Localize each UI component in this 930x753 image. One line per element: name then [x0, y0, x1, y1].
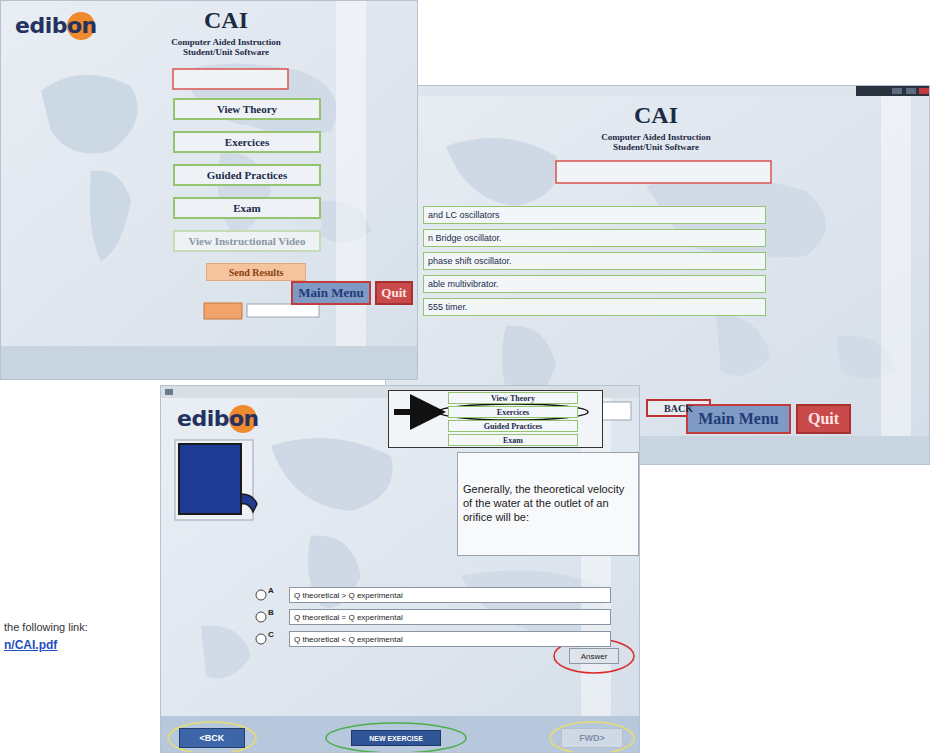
button-label: Main Menu	[698, 410, 778, 428]
button-label: Exercices	[497, 408, 529, 417]
ui-button: Quit	[375, 281, 413, 305]
ui-button: Quit	[796, 404, 851, 434]
ui-button: Exam	[173, 197, 321, 219]
button-label: View Instructional Video	[189, 235, 306, 247]
button-label: BACK	[664, 403, 693, 414]
ui-button: <BCK	[179, 728, 245, 748]
button-label: Exam	[233, 202, 261, 214]
button-label: Main Menu	[298, 285, 363, 301]
button-label: Guided Practices	[207, 169, 287, 181]
link-note: the following link:	[4, 621, 88, 633]
ui-button: Guided Practices	[173, 164, 321, 186]
button-label: View Theory	[217, 103, 277, 115]
ui-button: n Bridge oscillator.	[423, 229, 766, 247]
ui-button: Exercices	[173, 131, 321, 153]
window-subtitle: Computer Aided Instruction Student/Unit …	[161, 37, 291, 58]
button-label: Generally, the theoretical velocity of t…	[463, 483, 633, 524]
button-label: NEW EXERCISE	[369, 735, 423, 742]
button-label: FWD>	[579, 733, 605, 743]
button-label: Exercices	[225, 136, 269, 148]
answer-option: Q theoretical = Q experimental	[289, 609, 611, 625]
answer-option: Q theoretical > Q experimental	[289, 587, 611, 603]
button-label: and LC oscillators	[428, 210, 500, 220]
button-label: Quit	[381, 285, 406, 301]
button-label: Answer	[581, 652, 608, 661]
button-label: able multivibrator.	[428, 279, 499, 289]
ui-button: NEW EXERCISE	[351, 730, 441, 746]
button-label: Quit	[808, 410, 839, 428]
brand-logo: edibon	[15, 13, 125, 38]
brand-logo: edibon	[177, 406, 287, 431]
ui-button: Answer	[569, 648, 619, 664]
ui-button: and LC oscillators	[423, 206, 766, 224]
button-label: Guided Practices	[484, 422, 542, 431]
ui-button: View Theory	[448, 392, 578, 404]
button-label: Q theoretical < Q experimental	[294, 635, 403, 644]
ui-button: Main Menu	[686, 404, 791, 434]
button-label: View Theory	[491, 394, 535, 403]
button-label: Q theoretical = Q experimental	[294, 613, 403, 622]
ui-button: FWD>	[561, 728, 623, 748]
option-letter: A	[268, 586, 274, 595]
option-letter: C	[268, 630, 274, 639]
link-text: n/CAI.pdf	[4, 638, 57, 652]
window-subtitle: Computer Aided Instruction Student/Unit …	[591, 132, 721, 153]
ui-button: phase shift oscillator.	[423, 252, 766, 270]
button-label: n Bridge oscillator.	[428, 233, 502, 243]
ui-button: Guided Practices	[448, 420, 578, 432]
button-label: 555 timer.	[428, 302, 468, 312]
ui-button: Exam	[448, 434, 578, 446]
window-title: CAI	[151, 7, 301, 34]
ui-button: View Instructional Video	[173, 230, 321, 252]
answer-option: Q theoretical < Q experimental	[289, 631, 611, 647]
button-label: Exam	[503, 436, 523, 445]
window-title: CAI	[581, 102, 731, 129]
window-background	[1, 1, 418, 380]
ui-button: 555 timer.	[423, 298, 766, 316]
ui-button: View Theory	[173, 98, 321, 120]
button-label: Send Results	[229, 267, 284, 278]
button-label: Q theoretical > Q experimental	[294, 591, 403, 600]
option-letter: B	[268, 608, 274, 617]
question-box: Generally, the theoretical velocity of t…	[457, 452, 639, 556]
ui-button: Main Menu	[291, 281, 371, 305]
ui-button: Exercices	[448, 406, 578, 418]
button-label: <BCK	[200, 733, 225, 743]
button-label: phase shift oscillator.	[428, 256, 512, 266]
ui-button: Send Results	[206, 263, 306, 281]
app-window: edibon CAI Computer Aided Instruction Stud…	[0, 0, 418, 380]
ui-button: able multivibrator.	[423, 275, 766, 293]
